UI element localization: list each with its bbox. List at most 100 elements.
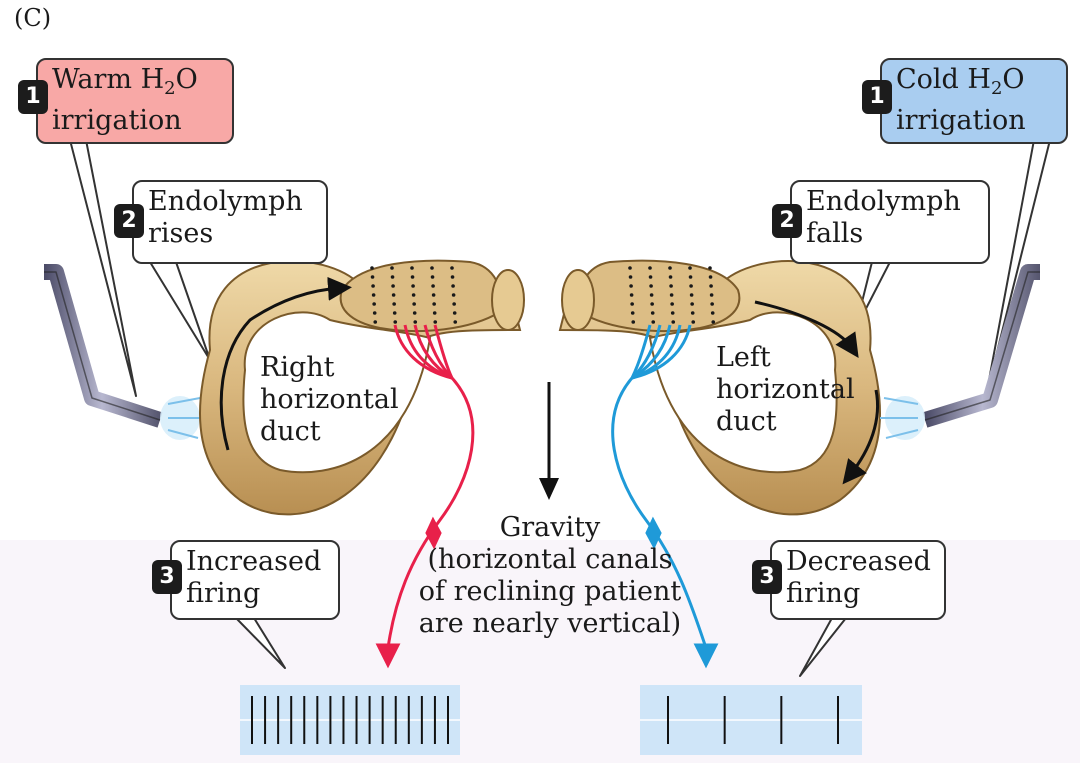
hair-cell-dot (668, 266, 672, 270)
hair-cell-dot (648, 275, 653, 279)
hair-cell-dot (372, 311, 377, 315)
hair-cell-dot (690, 302, 694, 306)
hair-cell-dot (412, 311, 417, 315)
left-irrigation-tube (44, 264, 204, 440)
warm-irrigation-box: Warm H2O irrigation (36, 58, 234, 144)
gravity-caption: Gravity (horizontal canals of reclining … (400, 512, 700, 640)
hair-cell-dot (628, 275, 633, 279)
pointer-decreased-firing (799, 617, 847, 677)
hair-cell-dot (689, 293, 694, 297)
hair-cell-dot (412, 302, 416, 306)
warm-after-sub: O (175, 64, 198, 95)
hair-cell-dot (688, 266, 692, 270)
cold-after-sub: O (1002, 64, 1025, 95)
right-duct-label-line2: horizontal (260, 384, 399, 415)
hair-cell-dot (452, 311, 457, 315)
decreased-line2: firing (786, 578, 861, 609)
hair-cell-dot (451, 284, 455, 288)
hair-cell-dot (710, 311, 715, 315)
left-duct-label-line3: duct (716, 406, 777, 437)
hair-cell-dot (390, 266, 394, 270)
hair-cell-dot (392, 311, 397, 315)
decreased-firing-box: Decreased firing (770, 540, 946, 620)
hair-cell-dot (669, 284, 673, 288)
step-1-badge-right: 1 (862, 80, 892, 114)
increased-line2: firing (186, 578, 261, 609)
hair-cell-dot (372, 302, 376, 306)
step-2-badge-right: 2 (772, 204, 802, 238)
hair-cell-dot (450, 266, 454, 270)
hair-cell-dot (370, 266, 374, 270)
gravity-line3: of reclining patient (418, 576, 682, 607)
hair-cell-dot (371, 284, 375, 288)
nerve-right (611, 324, 719, 669)
hair-cell-dot (431, 284, 435, 288)
cold-irrigation-box: Cold H2O irrigation (880, 58, 1068, 144)
left-duct-label-line2: horizontal (716, 374, 855, 405)
gravity-line2: (horizontal canals (427, 544, 673, 575)
increased-firing-box: Increased firing (170, 540, 340, 620)
hair-cell-dot (430, 266, 434, 270)
increased-line1: Increased (186, 546, 322, 577)
cold-subscript: 2 (990, 78, 1003, 99)
left-duct-label: Left horizontal duct (716, 342, 855, 438)
recording-increased (240, 685, 460, 755)
hair-cell-dot (390, 275, 395, 279)
left-horizontal-duct-shape (558, 259, 881, 516)
gravity-line4: are nearly vertical) (418, 608, 682, 639)
step-3-badge-left: 3 (152, 560, 182, 594)
decreased-line1: Decreased (786, 546, 931, 577)
gravity-line1: Gravity (499, 512, 601, 543)
hair-cell-dot (450, 275, 455, 279)
hair-cell-dot (709, 293, 714, 297)
hair-cell-dot (432, 311, 437, 315)
hair-cell-dot (709, 284, 713, 288)
right-horizontal-duct-shape (199, 259, 525, 516)
hair-cell-dot (651, 320, 656, 324)
hair-cell-dot (690, 311, 695, 315)
hair-cell-dot (410, 275, 415, 279)
hair-cell-dot (671, 320, 676, 324)
hair-cell-dot (649, 293, 654, 297)
hair-cell-dot (689, 284, 693, 288)
hair-cell-dot (391, 284, 395, 288)
hair-cell-dot (430, 275, 435, 279)
endolymph-rises-line1: Endolymph (148, 186, 303, 217)
hair-cell-dot (410, 266, 414, 270)
hair-cell-dot (370, 275, 375, 279)
hair-cell-dot (631, 320, 636, 324)
hair-cell-dot (691, 320, 696, 324)
hair-cell-dot (630, 302, 634, 306)
hair-cell-dot (648, 266, 652, 270)
warm-subscript: 2 (164, 78, 176, 99)
hair-cell-dot (371, 293, 376, 297)
right-duct-label: Right horizontal duct (260, 352, 399, 448)
cold-line1: Cold H (896, 64, 991, 95)
hair-cell-dot (629, 293, 634, 297)
pointer-increased-firing (235, 617, 286, 669)
pointer-endolymph-rises (149, 261, 211, 361)
hair-cell-dot (630, 311, 635, 315)
cold-line2: irrigation (896, 105, 1026, 136)
left-duct-label-line1: Left (716, 342, 771, 373)
hair-cell-dot (668, 275, 673, 279)
hair-cell-dot (392, 302, 396, 306)
hair-cell-dot (650, 302, 654, 306)
endolymph-rises-box: Endolymph rises (132, 180, 328, 264)
hair-cell-dot (628, 266, 632, 270)
hair-cell-dot (708, 266, 712, 270)
hair-cell-dot (452, 302, 456, 306)
hair-cell-dot (669, 293, 674, 297)
right-duct-label-line1: Right (260, 352, 335, 383)
hair-cell-dot (670, 311, 675, 315)
hair-cell-dot (411, 293, 416, 297)
warm-line2: irrigation (52, 105, 182, 136)
hair-cell-dot (670, 302, 674, 306)
hair-cell-dot (432, 302, 436, 306)
step-3-badge-right: 3 (752, 560, 782, 594)
endolymph-falls-line1: Endolymph (806, 186, 961, 217)
right-irrigation-tube (880, 264, 1040, 440)
gravity-arrow (539, 382, 559, 500)
